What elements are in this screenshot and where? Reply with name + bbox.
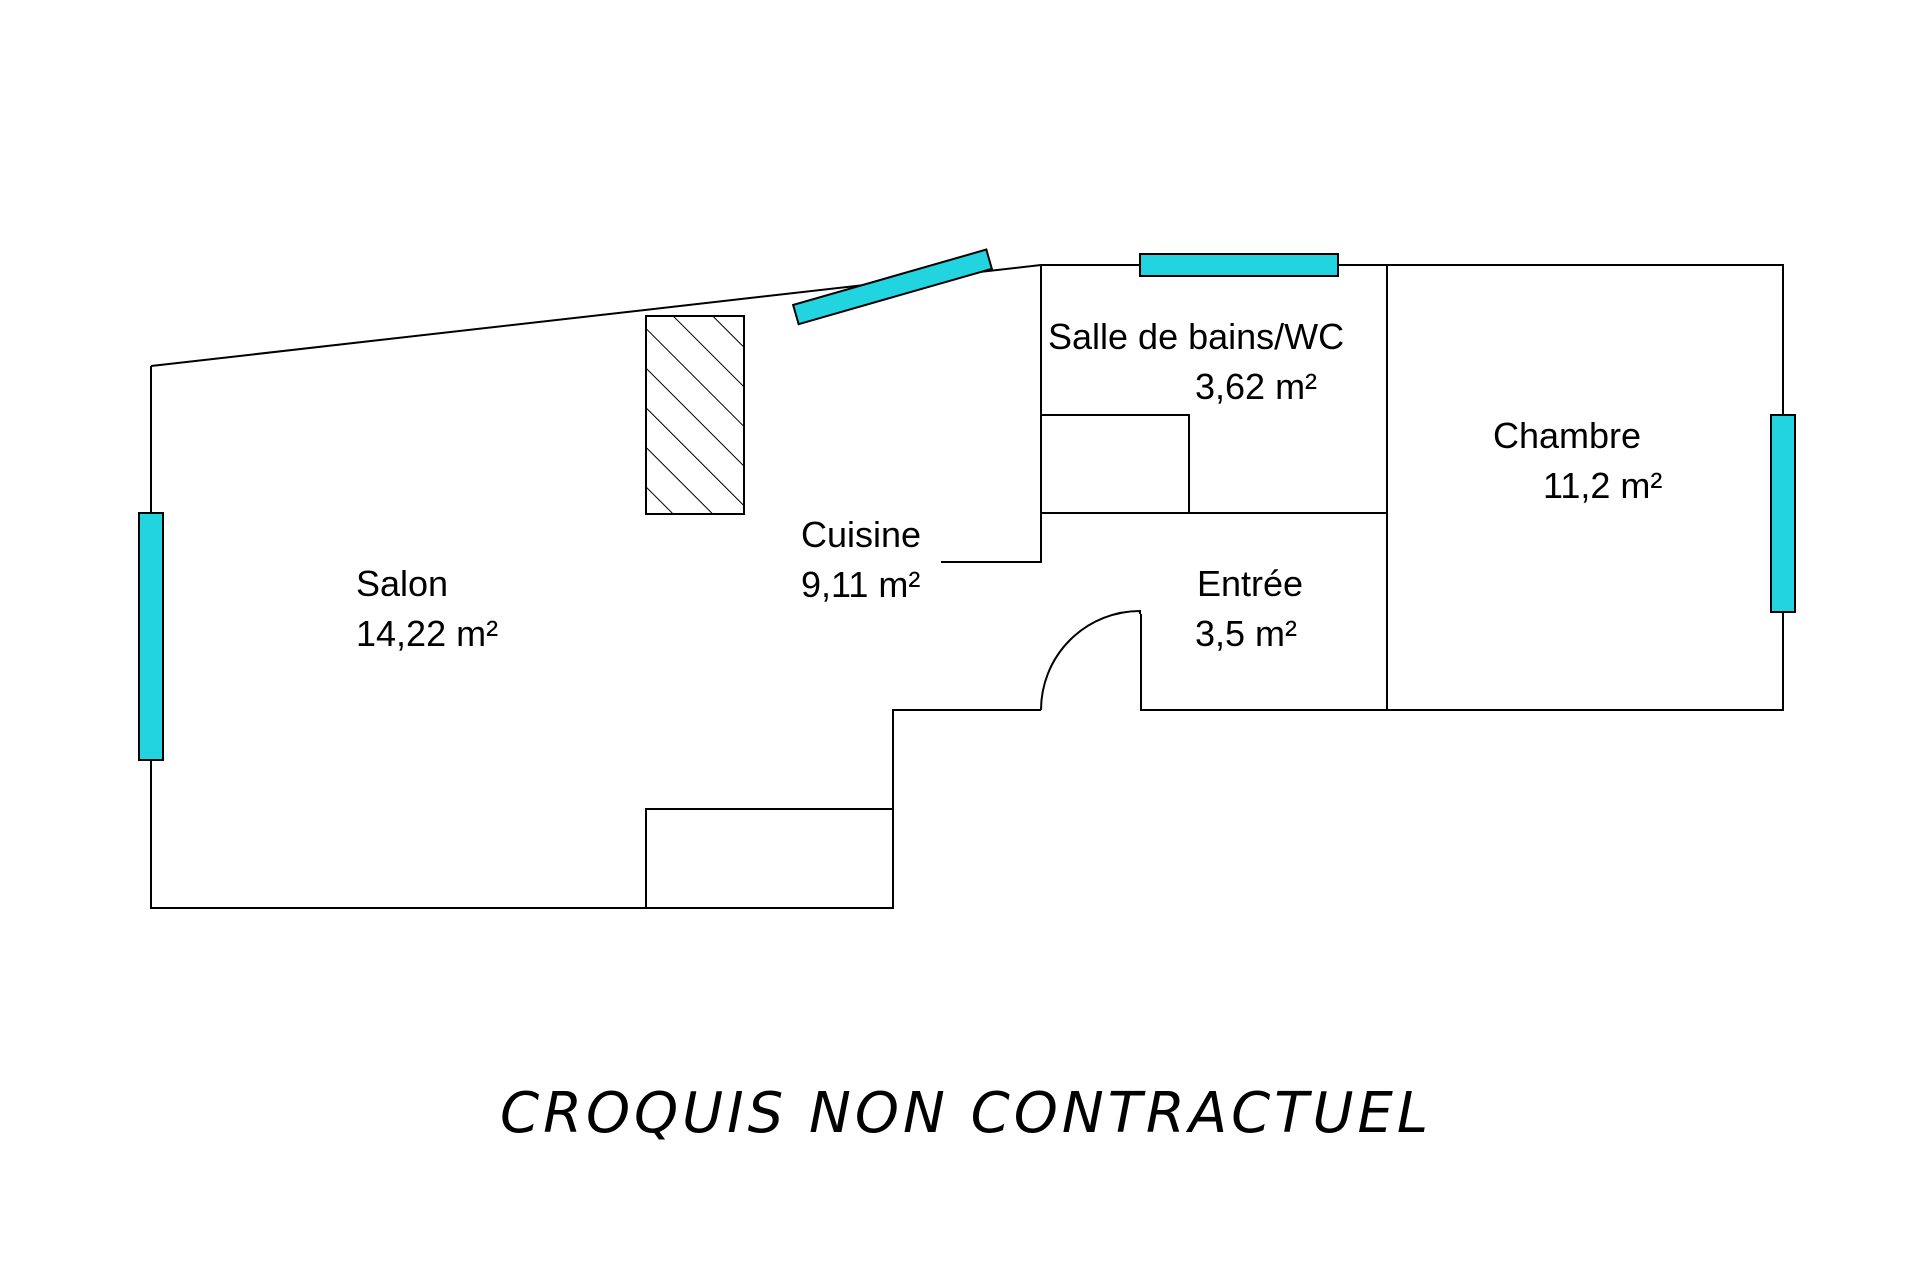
- cuisine-area: 9,11 m²: [801, 564, 920, 605]
- window-salon-left: [138, 512, 164, 761]
- window-cuisine-top: [791, 248, 994, 326]
- room-labels: Salon 14,22 m² Cuisine 9,11 m² Salle de …: [356, 316, 1662, 654]
- kitchen-partition: [941, 265, 1042, 563]
- chambre-name: Chambre: [1493, 415, 1641, 456]
- sdb-area: 3,62 m²: [1195, 366, 1317, 407]
- window-chambre-right: [1770, 414, 1796, 613]
- entree-area: 3,5 m²: [1195, 613, 1297, 654]
- outer-wall-lower: [150, 366, 1041, 909]
- cuisine-name: Cuisine: [801, 514, 921, 555]
- chimney-block: [645, 315, 745, 515]
- bathroom-fixture: [1041, 414, 1190, 513]
- disclaimer-text: CROQUIS NON CONTRACTUEL: [500, 1081, 1432, 1146]
- entrance-door-swing: [1040, 609, 1141, 711]
- salon-lower-fixture: [645, 808, 893, 908]
- sdb-name: Salle de bains/WC: [1048, 316, 1344, 357]
- salon-name: Salon: [356, 563, 448, 604]
- chambre-area: 11,2 m²: [1543, 465, 1662, 506]
- window-sdb-top: [1139, 253, 1339, 277]
- entree-name: Entrée: [1197, 563, 1303, 604]
- windows: [138, 248, 1796, 761]
- salon-area: 14,22 m²: [356, 613, 498, 654]
